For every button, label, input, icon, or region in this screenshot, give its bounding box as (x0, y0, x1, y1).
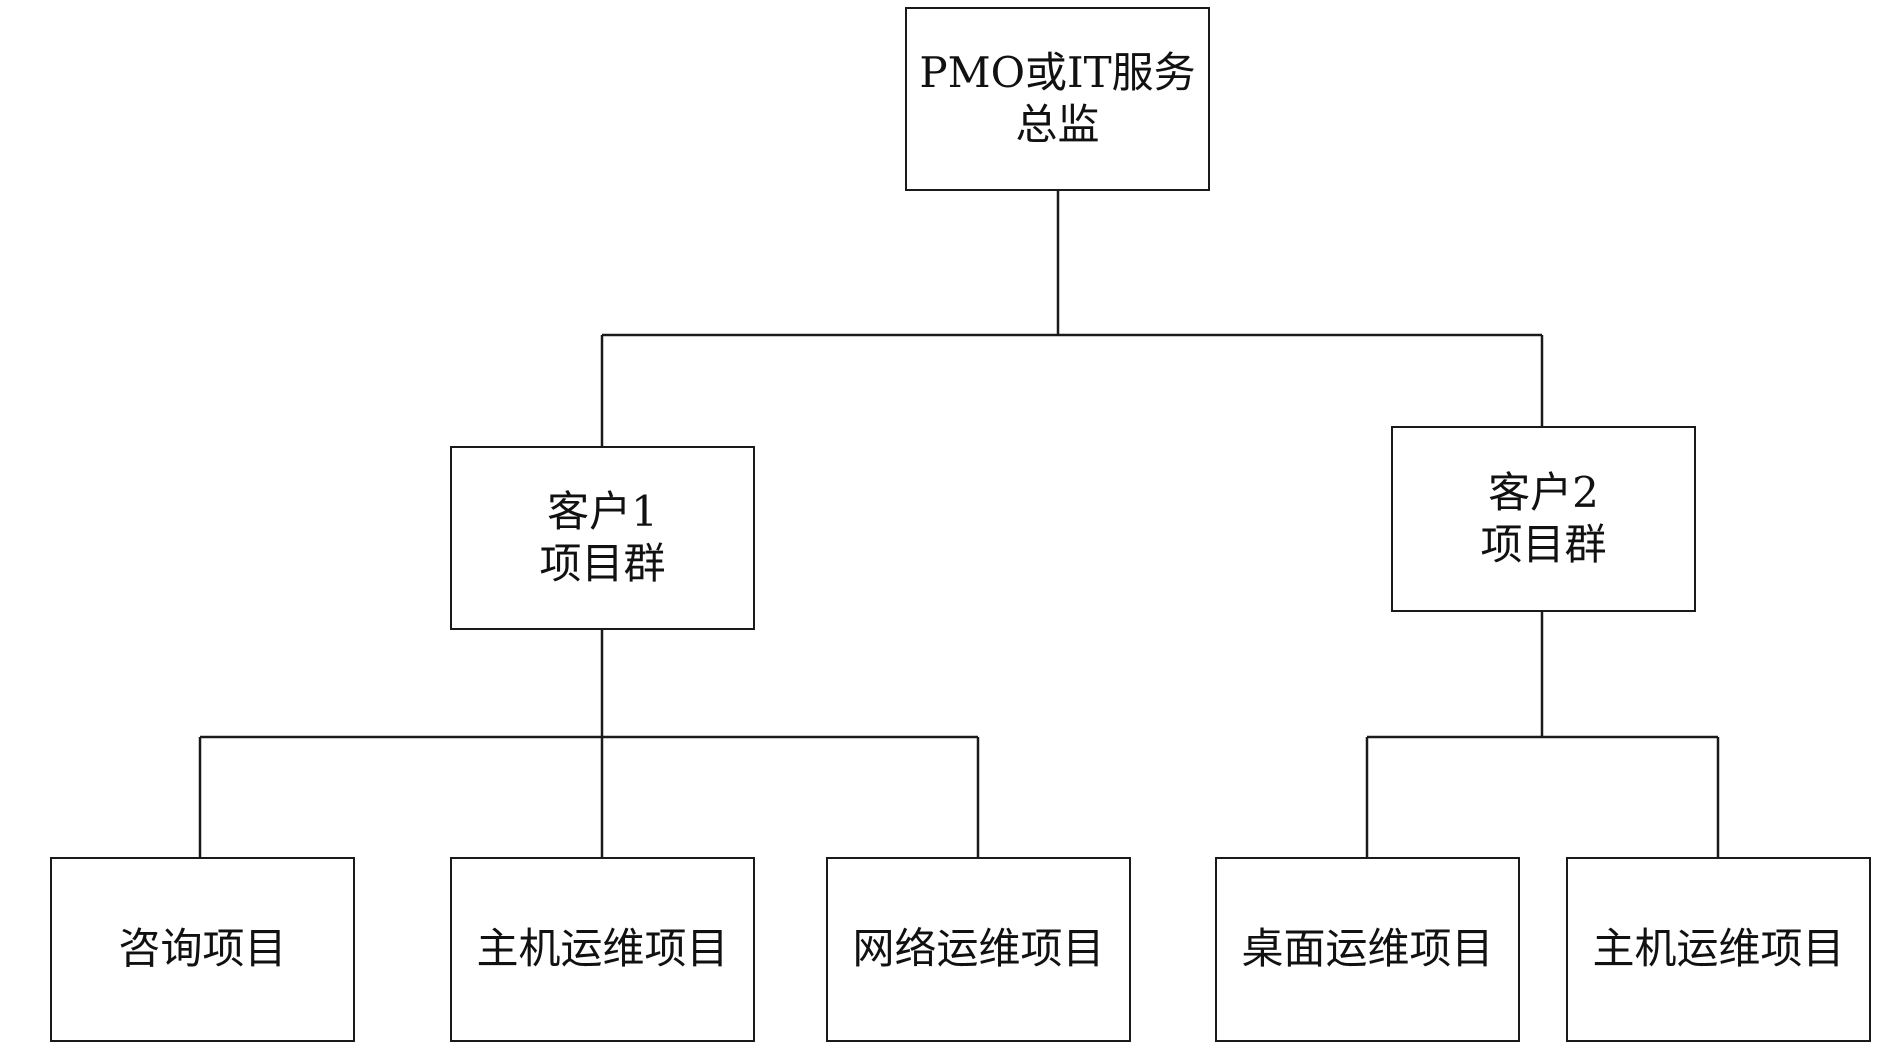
client2-line2: 项目群 (1480, 520, 1607, 569)
client2-program-node: 客户2 项目群 (1391, 426, 1696, 612)
client1-line1: 客户1 (547, 486, 658, 536)
project-node-desktop-ops: 桌面运维项目 (1215, 857, 1520, 1042)
project-label: 主机运维项目 (1592, 924, 1845, 974)
root-node-line2: 总监 (1015, 100, 1100, 149)
root-node-pmo-director: PMO或IT服务 总监 (905, 7, 1210, 191)
project-label: 主机运维项目 (476, 924, 729, 974)
project-node-consulting: 咨询项目 (50, 857, 355, 1042)
project-label: 网络运维项目 (852, 924, 1105, 974)
project-label: 咨询项目 (118, 924, 287, 974)
root-node-line1: PMO或IT服务 (919, 47, 1196, 97)
project-label: 桌面运维项目 (1241, 924, 1494, 974)
client2-line1: 客户2 (1488, 467, 1599, 517)
client1-program-node: 客户1 项目群 (450, 446, 755, 630)
client1-line2: 项目群 (539, 539, 666, 588)
project-node-host-ops-client2: 主机运维项目 (1566, 857, 1871, 1042)
project-node-network-ops: 网络运维项目 (826, 857, 1131, 1042)
project-node-host-ops-client1: 主机运维项目 (450, 857, 755, 1042)
